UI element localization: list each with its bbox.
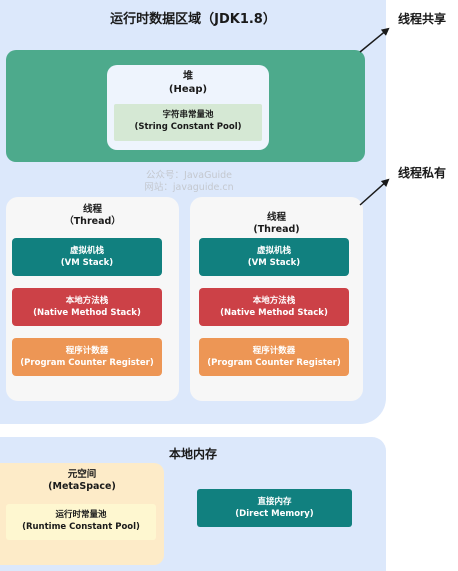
thread-1-native-stack-cn: 本地方法栈 <box>65 296 109 306</box>
thread-1-title: 线程 （Thread） <box>6 204 179 228</box>
runtime-pool-cn: 运行时常量池 <box>55 510 107 520</box>
private-arrow <box>359 178 390 206</box>
string-pool-cn: 字符串常量池 <box>162 110 214 120</box>
thread-2-native-stack-cn: 本地方法栈 <box>252 296 296 306</box>
metaspace-title-cn: 元空间 <box>67 469 97 480</box>
thread-1-title-en: （Thread） <box>64 216 121 227</box>
thread-2-program-counter: 程序计数器 (Program Counter Register) <box>199 338 349 376</box>
thread-1-pc-en: (Program Counter Register) <box>20 358 154 368</box>
watermark-line2: 网站：javaguide.cn <box>144 182 234 193</box>
thread-2-native-method-stack: 本地方法栈 (Native Method Stack) <box>199 288 349 326</box>
runtime-constant-pool-box <box>6 504 156 540</box>
heap-title-en: (Heap) <box>168 84 208 95</box>
thread-1-pc-cn: 程序计数器 <box>65 346 109 356</box>
thread-2-native-stack-en: (Native Method Stack) <box>220 308 328 318</box>
thread-1-vm-stack-en: (VM Stack) <box>60 258 114 268</box>
thread-shared-label: 线程共享 <box>398 12 447 26</box>
thread-2-vm-stack-cn: 虚拟机栈 <box>256 246 291 256</box>
thread-2-title-cn: 线程 <box>266 212 286 223</box>
string-pool-en: (String Constant Pool) <box>134 122 242 132</box>
string-constant-pool-box <box>114 104 262 141</box>
thread-2-title: 线程 (Thread) <box>190 212 363 236</box>
direct-memory-box: 直接内存 (Direct Memory) <box>197 489 352 527</box>
thread-1-program-counter: 程序计数器 (Program Counter Register) <box>12 338 162 376</box>
direct-memory-cn: 直接内存 <box>257 497 292 507</box>
shared-arrow <box>359 27 390 53</box>
runtime-pool-en: (Runtime Constant Pool) <box>22 522 140 532</box>
thread-private-label: 线程私有 <box>398 166 447 180</box>
thread-2-pc-cn: 程序计数器 <box>252 346 296 356</box>
watermark-line1: 公众号：JavaGuide <box>146 170 232 181</box>
thread-1-vm-stack-cn: 虚拟机栈 <box>69 246 104 256</box>
heap-title-cn: 堆 <box>183 71 193 82</box>
runtime-area-title: 运行时数据区域（JDK1.8） <box>110 12 276 27</box>
direct-memory-en: (Direct Memory) <box>235 509 314 519</box>
thread-1-native-stack-en: (Native Method Stack) <box>33 308 141 318</box>
heap-title: 堆 (Heap) <box>107 70 269 96</box>
thread-2-vm-stack-en: (VM Stack) <box>247 258 301 268</box>
thread-2-title-en: (Thread) <box>253 224 300 235</box>
metaspace-title-en: (MetaSpace) <box>48 481 116 492</box>
thread-2-vm-stack: 虚拟机栈 (VM Stack) <box>199 238 349 276</box>
thread-1-native-method-stack: 本地方法栈 (Native Method Stack) <box>12 288 162 326</box>
watermark: 公众号：JavaGuide 网站：javaguide.cn <box>134 170 244 194</box>
metaspace-title: 元空间 (MetaSpace) <box>0 469 164 493</box>
thread-2-pc-en: (Program Counter Register) <box>207 358 341 368</box>
thread-1-vm-stack: 虚拟机栈 (VM Stack) <box>12 238 162 276</box>
native-memory-title: 本地内存 <box>168 447 217 461</box>
string-constant-pool-label: 字符串常量池 (String Constant Pool) <box>114 109 262 133</box>
thread-1-title-cn: 线程 <box>82 204 102 215</box>
runtime-constant-pool-label: 运行时常量池 (Runtime Constant Pool) <box>6 509 156 533</box>
